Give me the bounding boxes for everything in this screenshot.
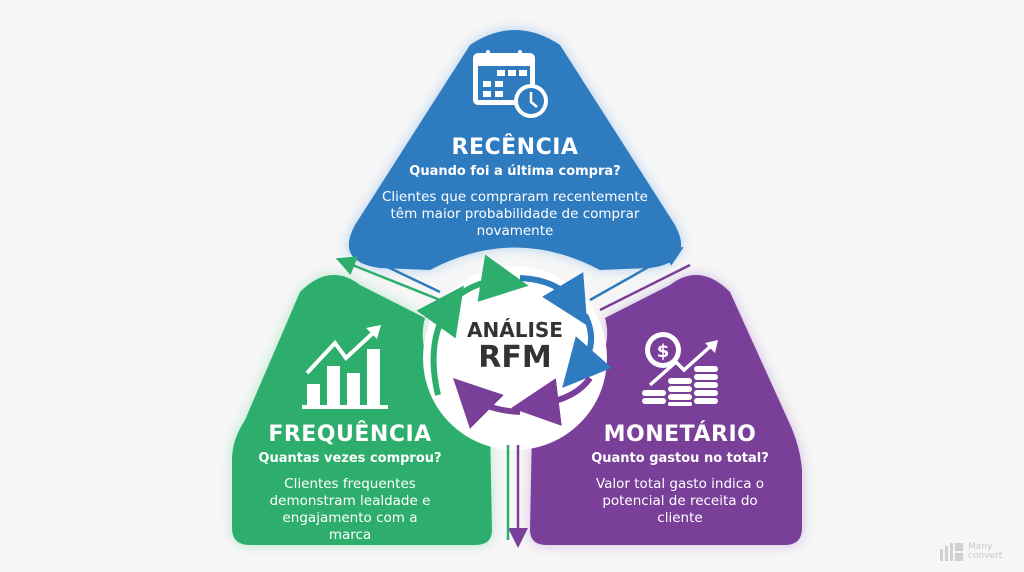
recencia-question: Quando foi a última compra? bbox=[409, 164, 621, 179]
recencia-description: Clientes que compraram recentemente têm … bbox=[382, 189, 648, 239]
money-coins-growth-icon: $ bbox=[642, 332, 718, 406]
manyconvert-logo-icon bbox=[940, 543, 963, 561]
center-line2: RFM bbox=[478, 340, 552, 375]
center-label: ANÁLISE RFM bbox=[445, 318, 585, 374]
monetario-description: Valor total gasto indica o potencial de … bbox=[595, 476, 765, 526]
watermark-line1: Many bbox=[968, 542, 993, 552]
monetario-text: MONETÁRIO Quanto gastou no total? Valor … bbox=[575, 422, 785, 527]
frequencia-title: FREQUÊNCIA bbox=[268, 422, 432, 447]
recencia-text: RECÊNCIA Quando foi a última compra? Cli… bbox=[360, 135, 670, 240]
frequencia-text: FREQUÊNCIA Quantas vezes comprou? Client… bbox=[240, 422, 460, 544]
frequencia-question: Quantas vezes comprou? bbox=[258, 451, 442, 466]
watermark-logo: Many convert bbox=[940, 543, 1002, 561]
monetario-question: Quanto gastou no total? bbox=[591, 451, 769, 466]
frequencia-panel bbox=[232, 275, 492, 545]
recencia-title: RECÊNCIA bbox=[451, 135, 579, 160]
bar-chart-growth-icon bbox=[302, 325, 388, 409]
watermark-line2: convert bbox=[968, 551, 1003, 561]
monetario-title: MONETÁRIO bbox=[603, 422, 757, 447]
calendar-clock-icon bbox=[473, 50, 548, 118]
svg-text:$: $ bbox=[657, 341, 670, 362]
recencia-panel bbox=[348, 30, 682, 270]
frequencia-description: Clientes frequentes demonstram lealdade … bbox=[269, 476, 431, 543]
center-line1: ANÁLISE bbox=[467, 318, 563, 342]
monetario-panel bbox=[530, 275, 802, 545]
